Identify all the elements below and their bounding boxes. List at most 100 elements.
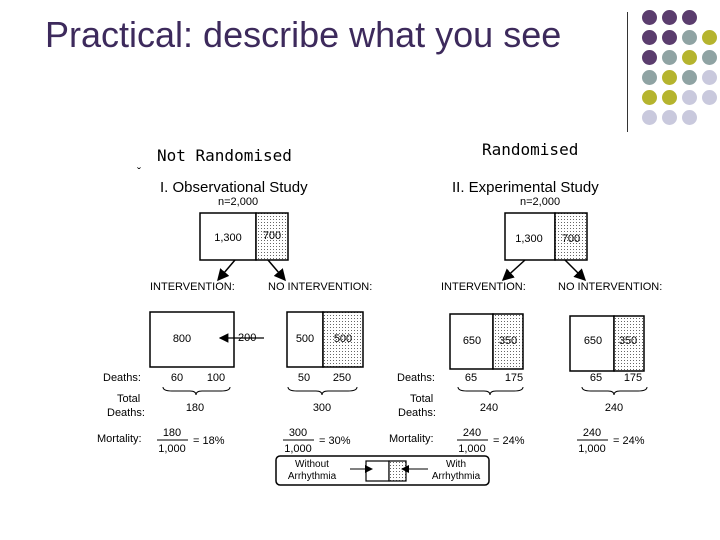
no-intervention-left-value: 650 (584, 335, 602, 347)
deaths-noint-a: 65 (590, 372, 602, 384)
no-intervention-label: NO INTERVENTION: (558, 281, 662, 293)
mort-noint-den: 1,000 (578, 443, 606, 455)
dot (682, 50, 697, 65)
intervention-side-value: 200 (238, 332, 256, 344)
deaths-int-b: 100 (207, 372, 225, 384)
intervention-right-value: 350 (499, 335, 517, 347)
legend-with-2: Arrhythmia (432, 471, 481, 482)
dot (662, 70, 677, 85)
dot (642, 10, 657, 25)
legend-without-2: Arrhythmia (288, 471, 337, 482)
arrow-to-no-intervention (267, 259, 286, 282)
mort-noint-pct: = 24% (613, 435, 645, 447)
top-box-right-value: 700 (562, 233, 580, 245)
brace-noint (581, 386, 648, 396)
mort-int-num: 240 (463, 427, 481, 439)
mort-int-den: 1,000 (458, 443, 486, 455)
observational-n: n=2,000 (218, 196, 258, 208)
mortality-label: Mortality: (389, 433, 434, 445)
total-int: 240 (480, 402, 498, 414)
arrow-to-no-intervention (564, 259, 587, 282)
no-intervention-label: NO INTERVENTION: (268, 281, 372, 293)
dot (682, 70, 697, 85)
randomised-label: Randomised (482, 140, 579, 159)
dot (702, 90, 717, 105)
intervention-box (149, 311, 235, 368)
top-box-right-value: 700 (263, 230, 281, 242)
top-box-right (255, 212, 289, 261)
deaths-noint-b: 250 (333, 372, 351, 384)
dot (642, 50, 657, 65)
no-intervention-left-value: 500 (296, 333, 314, 345)
intervention-left-value: 650 (463, 335, 481, 347)
deaths-int-a: 65 (465, 372, 477, 384)
legend-with-1: With (446, 459, 466, 470)
total-label-1: Total (117, 393, 140, 405)
dot (702, 70, 717, 85)
intervention-box-value: 800 (173, 333, 191, 345)
dot (642, 70, 657, 85)
mort-int-num: 180 (163, 427, 181, 439)
dot (682, 110, 697, 125)
intervention-box-right (492, 313, 524, 370)
decorative-dot-grid (636, 10, 720, 125)
intervention-label: INTERVENTION: (150, 281, 235, 293)
mort-noint-num: 300 (289, 427, 307, 439)
deaths-noint-b: 175 (624, 372, 642, 384)
dot (662, 90, 677, 105)
arrow-to-intervention (501, 259, 526, 282)
experimental-n: n=2,000 (520, 196, 560, 208)
mort-int-pct: = 18% (193, 435, 225, 447)
experimental-study: II. Experimental Study n=2,000 1,300 700… (389, 179, 662, 455)
brace-int (162, 386, 231, 396)
legend-swatch-with (388, 460, 407, 482)
dot (702, 50, 717, 65)
observational-study: ˇ I. Observational Study n=2,000 1,300 7… (97, 165, 372, 455)
mort-int-pct: = 24% (493, 435, 525, 447)
legend-without-1: Without (295, 459, 329, 470)
no-intervention-box-left (286, 311, 324, 368)
stray-mark: ˇ (137, 165, 141, 179)
no-intervention-right-value: 500 (334, 333, 352, 345)
intervention-box-left (449, 313, 494, 370)
dot (702, 30, 717, 45)
dot (662, 110, 677, 125)
mort-noint-den: 1,000 (284, 443, 312, 455)
deaths-int-b: 175 (505, 372, 523, 384)
observational-heading: I. Observational Study (160, 179, 308, 196)
dot (662, 30, 677, 45)
total-label-2: Deaths: (398, 407, 436, 419)
mortality-label: Mortality: (97, 433, 142, 445)
mort-int-den: 1,000 (158, 443, 186, 455)
mort-noint-num: 240 (583, 427, 601, 439)
title-divider (627, 12, 628, 132)
total-label-1: Total (410, 393, 433, 405)
no-intervention-box-right (322, 311, 364, 368)
dot (682, 30, 697, 45)
no-intervention-box-left (569, 315, 615, 372)
no-intervention-box-right (613, 315, 645, 372)
no-intervention-right-value: 350 (619, 335, 637, 347)
top-box-left (504, 212, 556, 261)
dot (682, 90, 697, 105)
brace-noint (287, 386, 358, 396)
dot (642, 110, 657, 125)
not-randomised-label: Not Randomised (157, 146, 292, 165)
top-box-right (554, 212, 588, 261)
legend: Without Arrhythmia With Arrhythmia (275, 455, 490, 486)
deaths-int-a: 60 (171, 372, 183, 384)
top-box-left-value: 1,300 (214, 232, 242, 244)
arrow-to-intervention (217, 259, 236, 282)
legend-swatch-without (365, 460, 390, 482)
total-noint: 240 (605, 402, 623, 414)
dot (662, 50, 677, 65)
dot (642, 90, 657, 105)
intervention-label: INTERVENTION: (441, 281, 526, 293)
total-label-2: Deaths: (107, 407, 145, 419)
brace-int (457, 386, 524, 396)
deaths-noint-a: 50 (298, 372, 310, 384)
deaths-label: Deaths: (103, 372, 141, 384)
slide-title: Practical: describe what you see (45, 14, 562, 55)
dot (662, 10, 677, 25)
